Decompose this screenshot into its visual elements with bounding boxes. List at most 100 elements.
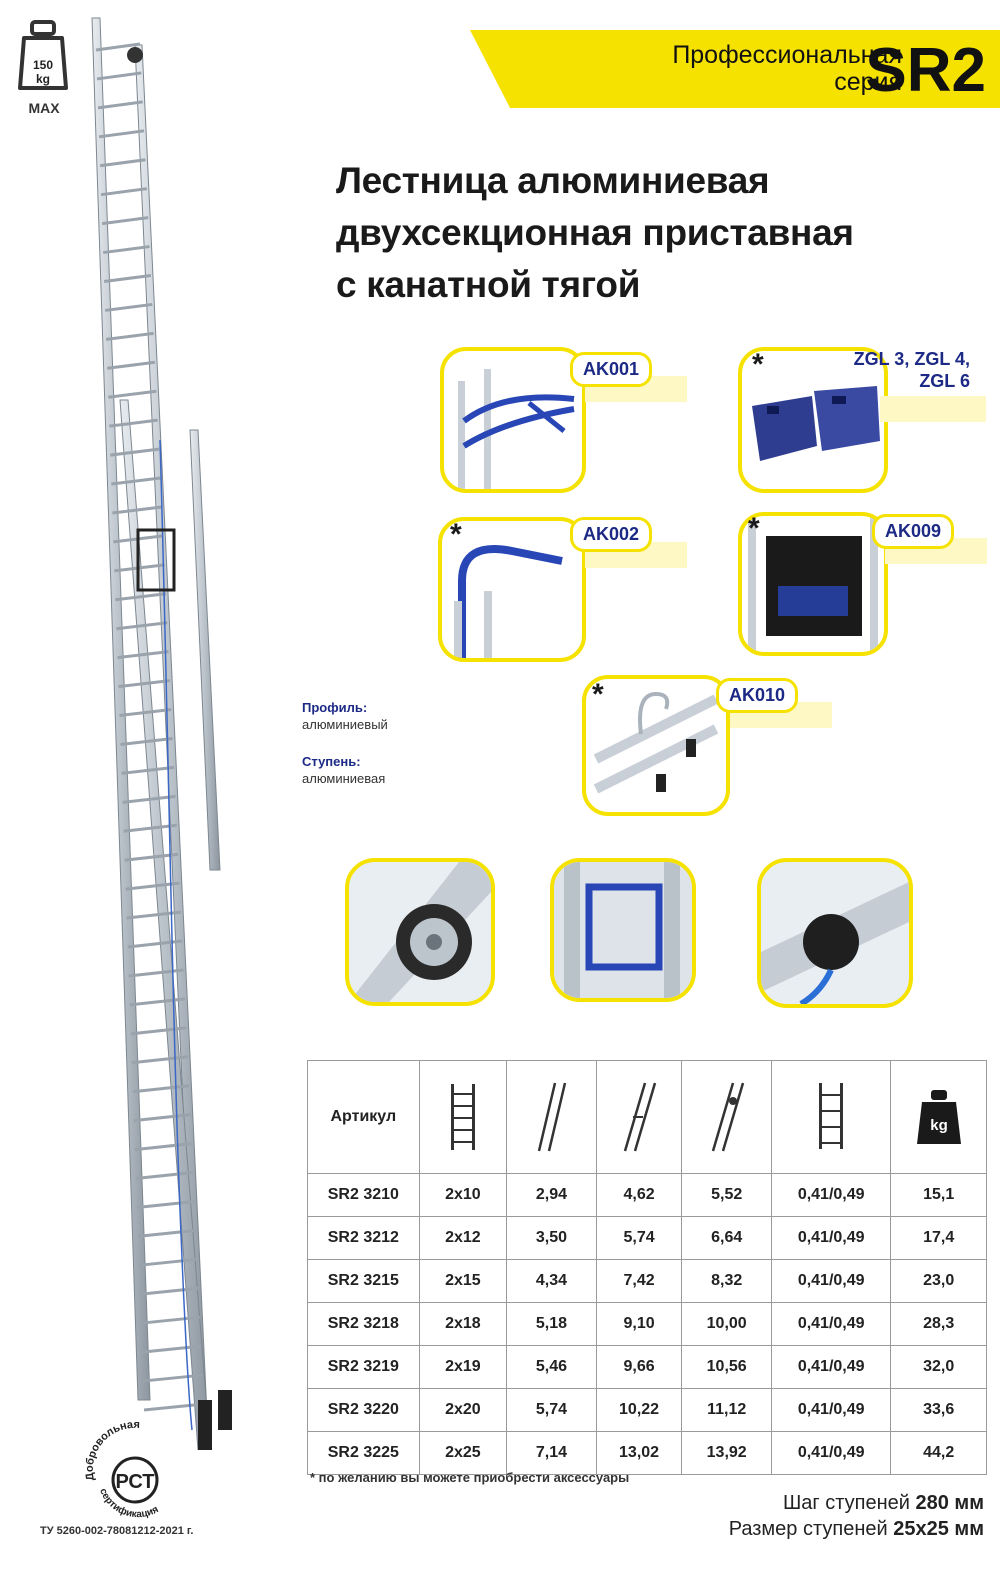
header-length-closed-icon [506, 1060, 597, 1174]
asterisk: * [592, 678, 604, 711]
stand-off-image [458, 369, 575, 489]
ladder-rung [124, 852, 179, 862]
accessory-card-ak001 [440, 347, 586, 493]
table-cell: 4,62 [595, 1173, 683, 1217]
ladder-rung [98, 129, 145, 139]
ladder-rung [126, 910, 182, 920]
ladder-rung [108, 389, 157, 399]
ladder-feet-image [752, 386, 880, 461]
table-cell: SR2 3220 [307, 1388, 420, 1432]
series-label: Профессиональная серия [672, 41, 902, 96]
pulley-image [761, 882, 909, 1004]
table-cell: 17,4 [890, 1216, 987, 1260]
table-cell: 0,41/0,49 [770, 1173, 892, 1217]
table-cell: 2x15 [418, 1259, 508, 1303]
ladder-rung [97, 100, 143, 110]
ladder-rung [135, 1171, 194, 1181]
ladder-rung [107, 360, 156, 370]
table-cell: 5,52 [681, 1173, 772, 1217]
table-cell: 15,1 [890, 1173, 987, 1217]
ladder-rung [116, 621, 168, 631]
table-cell: 10,22 [595, 1388, 683, 1432]
table-cell: 0,41/0,49 [770, 1388, 892, 1432]
table-cell: 9,66 [595, 1345, 683, 1389]
table-cell: 10,56 [681, 1345, 772, 1389]
table-cell: 5,74 [506, 1388, 597, 1432]
ladder-rung [106, 331, 154, 341]
asterisk: * [752, 348, 764, 381]
ladder-rung [138, 1257, 198, 1267]
ladder-length-open-icon [623, 1082, 657, 1152]
table-cell: 11,12 [681, 1388, 772, 1432]
header-weight-icon: kg [890, 1060, 987, 1174]
table-cell: 5,46 [506, 1345, 597, 1389]
ladder-rung [127, 939, 183, 949]
detail-photo-hook [550, 858, 696, 1002]
ladder-width-icon [819, 1083, 844, 1149]
table-cell: SR2 3212 [307, 1216, 420, 1260]
ladder-rung [139, 1286, 199, 1296]
detail-photo-wheel [345, 858, 495, 1006]
table-cell: 2x18 [418, 1302, 508, 1346]
ladder-rung [118, 679, 171, 689]
ladder-rung [112, 505, 162, 515]
table-cell: 2x12 [418, 1216, 508, 1260]
tool-bag-image [748, 516, 878, 652]
table-cell: 0,41/0,49 [770, 1259, 892, 1303]
ladder-steps-icon [450, 1084, 475, 1150]
accessory-card-zgl [738, 347, 888, 493]
svg-text:РСТ: РСТ [115, 1471, 154, 1493]
page-title: Лестница алюминиевая двухсекционная прис… [336, 160, 854, 305]
table-cell: SR2 3219 [307, 1345, 420, 1389]
ladder-rung [130, 1026, 187, 1036]
table-cell: SR2 3210 [307, 1173, 420, 1217]
ladder-rung [129, 997, 186, 1007]
accessory-card-ak002 [438, 517, 586, 662]
series-banner: Профессиональная серия SR2 [470, 30, 1000, 108]
profile-label: Профиль: [302, 700, 368, 715]
profile-value: алюминиевый [302, 717, 388, 732]
table-cell: 7,42 [595, 1259, 683, 1303]
ladder-rung [115, 592, 167, 602]
step-pitch: Шаг ступеней 280 мм [782, 1492, 984, 1514]
table-cell: 7,14 [506, 1431, 597, 1475]
hook-lock-image [554, 862, 692, 998]
accessory-code-ak010: AK010 [716, 678, 799, 713]
table-cell: SR2 3215 [307, 1259, 420, 1303]
table-cell: 6,64 [681, 1216, 772, 1260]
ladder-rung [110, 447, 160, 457]
ladder-rung [141, 1344, 202, 1354]
weight-limit-badge: 150 kg MAX [14, 14, 74, 116]
ladder-rung [95, 42, 141, 52]
table-cell: 0,41/0,49 [770, 1302, 892, 1346]
ladder-rung [133, 1113, 191, 1123]
table-cell: 2x20 [418, 1388, 508, 1432]
ladder-rung [117, 650, 169, 660]
table-cell: 2,94 [506, 1173, 597, 1217]
ladder-rung [142, 1373, 203, 1383]
certification-mark: Добровольная сертификация РСТ [84, 1420, 161, 1520]
table-cell: 10,00 [681, 1302, 772, 1346]
table-cell: 5,18 [506, 1302, 597, 1346]
table-cell: 32,0 [890, 1345, 987, 1389]
table-cell: 0,41/0,49 [770, 1345, 892, 1389]
working-height-icon [711, 1082, 744, 1152]
table-cell: 2x19 [418, 1345, 508, 1389]
table-cell: 2x25 [418, 1431, 508, 1475]
table-cell: SR2 3218 [307, 1302, 420, 1346]
ladder-rung [96, 71, 142, 81]
header-working-height-icon [681, 1060, 772, 1174]
accessory-code-ak009: AK009 [872, 514, 955, 549]
table-cell: 33,6 [890, 1388, 987, 1432]
ladder-rung [136, 1199, 195, 1209]
ladder-length-closed-icon [538, 1082, 567, 1152]
table-cell: 13,02 [595, 1431, 683, 1475]
tu-standard: ТУ 5260-002-78081212-2021 г. [40, 1525, 194, 1537]
roof-hooks-image [593, 691, 719, 794]
ladder-rung [121, 765, 175, 775]
table-cell: 13,92 [681, 1431, 772, 1475]
